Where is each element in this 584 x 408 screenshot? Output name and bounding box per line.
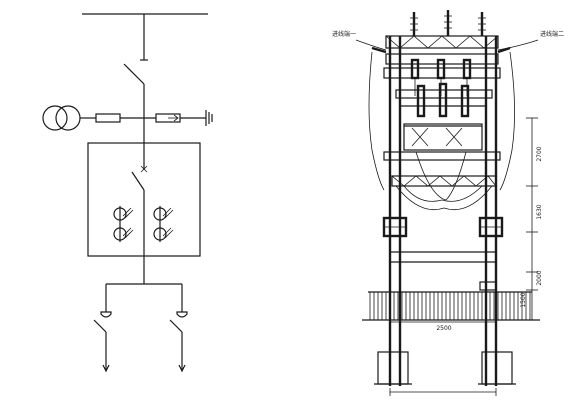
incoming-label-left: 进线端一 xyxy=(332,30,356,38)
upper-beam xyxy=(383,67,501,79)
top-crossarm xyxy=(385,35,499,49)
single-line-diagram xyxy=(42,13,213,373)
incoming-label-right: 进线端二 xyxy=(540,30,564,38)
dimension-2500: 2500 xyxy=(436,325,451,332)
dimension-1500: 1500 xyxy=(520,292,527,307)
contact-right xyxy=(176,311,188,318)
arrow-down-left-icon xyxy=(102,364,110,373)
platform-beam xyxy=(383,151,501,161)
incoming-insulator-left xyxy=(371,46,387,54)
grounding-box xyxy=(479,281,497,291)
dimension-1630: 1630 xyxy=(536,204,543,219)
structure-elevation: 进线端一 进线端二 xyxy=(332,10,564,396)
dimension-2700: 2700 xyxy=(536,146,543,161)
cable-drops xyxy=(368,51,515,211)
disconnector-frame xyxy=(385,53,499,65)
cable-terminations xyxy=(382,216,504,238)
lower-truss xyxy=(391,175,497,187)
ground-icon xyxy=(205,110,213,126)
arrow-down-right-icon xyxy=(178,364,186,373)
transformer-symbol xyxy=(42,105,81,131)
transformer-tank xyxy=(403,123,483,151)
contact-left xyxy=(100,311,112,318)
outgoing-switch-right xyxy=(169,319,183,333)
arrester-beam xyxy=(395,89,493,99)
fence xyxy=(368,291,532,320)
current-transformer-group xyxy=(113,206,174,242)
disconnector-blade xyxy=(123,63,145,85)
breaker-blade xyxy=(131,171,145,191)
top-insulators xyxy=(410,10,486,36)
main-poles xyxy=(388,36,498,386)
foundations xyxy=(374,351,516,385)
dimension-lines xyxy=(389,117,538,396)
outgoing-switch-left xyxy=(93,319,107,333)
fuse-left xyxy=(95,113,121,123)
incoming-insulator-right xyxy=(497,46,511,54)
surge-arresters xyxy=(416,82,470,118)
dimension-2000: 2000 xyxy=(536,270,543,285)
